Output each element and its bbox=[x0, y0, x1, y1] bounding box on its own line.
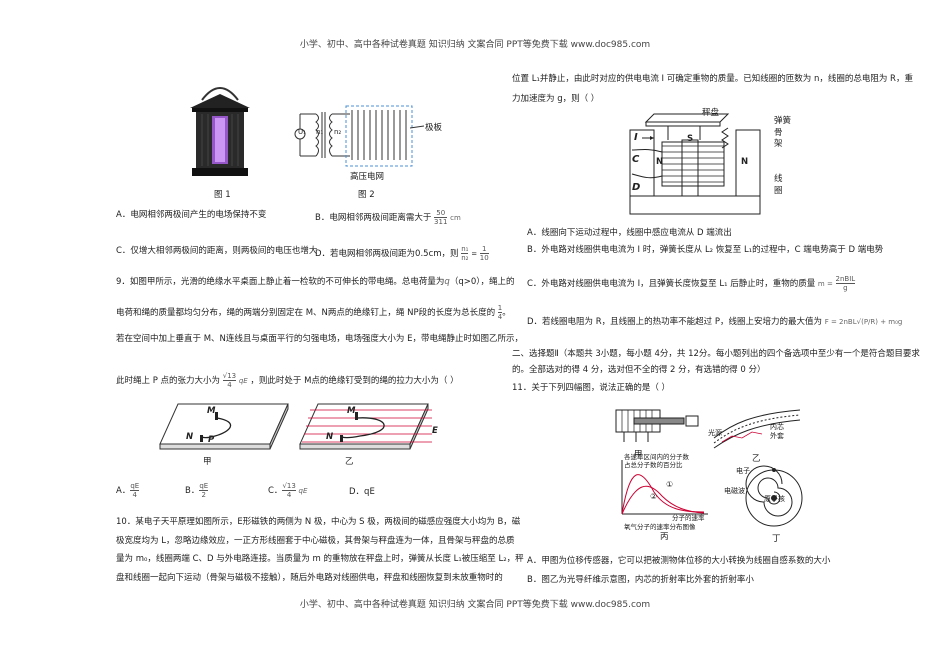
q11-ding-electron: 电子 bbox=[736, 467, 750, 475]
q9-figure-jia bbox=[159, 403, 289, 450]
q8-option-c: C．仅增大相邻两极间的距离，则两极间的电压也增大 bbox=[116, 246, 318, 256]
q11-bing-curve-2: ② bbox=[650, 492, 658, 501]
fig-c-label: C bbox=[632, 154, 640, 165]
fig-pan-label: 秤盘 bbox=[702, 108, 720, 118]
transformer-grid-figure bbox=[294, 105, 425, 167]
fig-coil-label-2: 圈 bbox=[774, 186, 783, 196]
q9-yi-m: M bbox=[347, 406, 356, 416]
fig-frame-label: 骨 bbox=[774, 128, 783, 138]
q11-ding-caption: 丁 bbox=[772, 534, 781, 544]
q11-yi-light: 光源 bbox=[708, 429, 722, 437]
q10-option-d: D．若线圈电阻为 R，且线圈上的热功率不能超过 P，线圈上安培力的最大值为 F … bbox=[527, 317, 903, 327]
fig2-n2: n₂ bbox=[334, 128, 342, 136]
q11-bing-curve-1: ① bbox=[666, 480, 674, 489]
fig-frame-label-2: 架 bbox=[774, 139, 783, 149]
q11-figure-yi bbox=[713, 409, 801, 449]
fig-coil-label: 线 bbox=[774, 174, 783, 184]
q8-option-a: A．电网相邻两极间产生的电场保持不变 bbox=[116, 210, 267, 220]
q9-jia-n: N bbox=[186, 432, 194, 442]
fig-n2-label: N bbox=[741, 157, 749, 167]
q11-option-b: B．图乙为光导纤维示意图，内芯的折射率比外套的折射率小 bbox=[527, 575, 754, 585]
q10-option-a: A．线圈向下运动过程中，线圈中感应电流从 D 端流出 bbox=[527, 228, 732, 238]
fig-i-label: I bbox=[634, 132, 638, 143]
q9-jia-p: P bbox=[208, 435, 215, 445]
q9-jia-caption: 甲 bbox=[203, 457, 212, 467]
q11-bing-x-label: 分子的速率 bbox=[672, 514, 705, 522]
q11-ding-nucleus: 原子核 bbox=[764, 495, 785, 503]
mosquito-lamp-figure bbox=[190, 87, 250, 176]
q11-bing-caption-text: 氧气分子的速率分布图像 bbox=[624, 523, 696, 531]
q9-line-1: 9．如图甲所示，光滑的绝缘水平桌面上静止着一检软的不可伸长的带电绳。总电荷量为q… bbox=[116, 277, 515, 287]
electronic-balance-figure bbox=[629, 113, 761, 215]
q11-yi-core: 内芯 bbox=[770, 423, 784, 431]
fig-d-label: D bbox=[632, 182, 641, 193]
q10-cont-line-1: 位置 L₁并静止，由此时对应的供电电流 I 可确定重物的质量。已知线圈的匝数为 … bbox=[512, 74, 913, 84]
q11-jia-caption: 甲 bbox=[634, 450, 643, 460]
fig1-caption: 图 1 bbox=[214, 190, 231, 200]
page-header: 小学、初中、高中各种试卷真题 知识归纳 文案合同 PPT等免费下载 www.do… bbox=[299, 40, 651, 50]
fig2-grid-label: 高压电网 bbox=[350, 172, 385, 182]
q11-yi-caption: 乙 bbox=[752, 454, 761, 464]
q9-line-2: 电荷和绳的质量都均匀分布，绳的两端分别固定在 M、N两点的绝缘钉上，绳 NP段的… bbox=[116, 304, 511, 321]
q9-yi-n: N bbox=[326, 432, 334, 442]
q9-yi-e: E bbox=[432, 426, 438, 436]
q10-line-1: 10．某电子天平原理如图所示，E形磁铁的两侧为 N 极，中心为 S 极，两极间的… bbox=[116, 517, 521, 527]
q10-line-4: 盘和线圈一起向下运动（骨架与磁极不接触），随后外电路对线圈供电，秤盘和线圈恢复到… bbox=[116, 573, 503, 583]
q9-yi-caption: 乙 bbox=[345, 457, 354, 467]
fig2-u1: U₁ bbox=[298, 128, 306, 136]
q10-line-2: 极宽度均为 L，忽略边缘效应，一正方形线圈套于中心磁极，其骨架与秤盘连为一体，且… bbox=[116, 536, 515, 546]
fig-spring-label: 弹簧 bbox=[774, 116, 792, 126]
q11-figure-bing bbox=[621, 460, 708, 515]
q9-jia-m: M bbox=[207, 406, 216, 416]
q10-option-c: C．外电路对线圈供电电流为 I，且弹簧长度恢复至 L₁ 后静止时，重物的质量 m… bbox=[527, 275, 856, 292]
q10-line-3: 量为 m₀，线圈两端 C、D 与外电路连接。当质量为 m 的重物放在秤盘上时，弹… bbox=[116, 554, 524, 564]
fig2-caption: 图 2 bbox=[358, 190, 375, 200]
q11-option-a: A．甲图为位移传感器，它可以把被测物体位移的大小转换为线圈自感系数的大小 bbox=[527, 556, 831, 566]
q10-cont-line-2: 力加速度为 g，则（ ） bbox=[512, 94, 600, 104]
fig2-plate-label: 极板 bbox=[425, 123, 443, 133]
fig2-n1: n₁ bbox=[316, 128, 324, 136]
q11-bing-y-label: 各速率区间内的分子数 bbox=[624, 453, 689, 461]
q9-option-d: D．qE bbox=[349, 487, 375, 497]
q11-figure-ding bbox=[745, 465, 803, 527]
q9-figure-yi bbox=[299, 403, 432, 450]
q11-ding-wave: 电磁波 bbox=[724, 487, 745, 495]
q11-bing-y-label-2: 占总分子数的百分比 bbox=[624, 461, 683, 469]
q11-figure-jia bbox=[615, 409, 699, 442]
fig-n1-label: N bbox=[656, 157, 664, 167]
section-2-heading: 二、选择题Ⅱ（本题共 3小题，每小题 4分，共 12分。每小题列出的四个备选项中… bbox=[512, 349, 920, 359]
q11-bing-caption: 丙 bbox=[660, 532, 669, 542]
fig-s-label: S bbox=[687, 134, 694, 144]
section-2-line-2: 的。全部选对的得 4 分，选对但不全的得 2 分，有选错的得 0 分） bbox=[512, 365, 766, 375]
page-footer: 小学、初中、高中各种试卷真题 知识归纳 文案合同 PPT等免费下载 www.do… bbox=[299, 600, 651, 610]
q9-line-3: 若在空间中加上垂直于 M、N连线且与桌面平行的匀强电场，电场强度大小为 E，带电… bbox=[116, 334, 523, 344]
q11-stem: 11．关于下列四幅图，说法正确的是（ ） bbox=[512, 383, 671, 393]
q11-yi-cladding: 外套 bbox=[770, 432, 784, 440]
q10-option-b: B．外电路对线圈供电电流为 I 时，弹簧长度从 L₂ 恢复至 L₁的过程中，C … bbox=[527, 245, 884, 255]
